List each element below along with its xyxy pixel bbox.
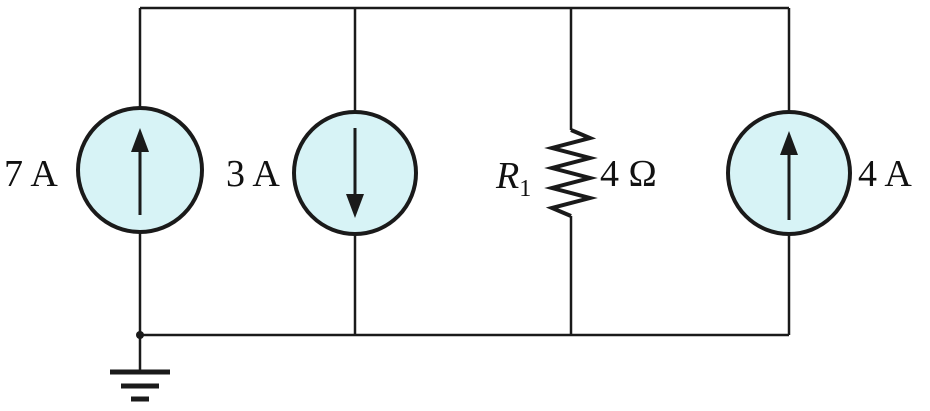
source-4a-label: 4 A bbox=[858, 153, 912, 195]
resistor-name: R bbox=[495, 155, 519, 197]
resistor-subscript: 1 bbox=[519, 176, 531, 202]
junction-dot bbox=[136, 331, 144, 339]
source-7a-label: 7 A bbox=[4, 153, 58, 195]
resistor-zigzag-icon bbox=[544, 128, 598, 218]
arrow-down-icon bbox=[346, 128, 364, 218]
resistor-label: R1 bbox=[495, 155, 531, 202]
wires bbox=[138, 6, 791, 372]
arrow-up-icon bbox=[131, 128, 149, 215]
current-source-3a bbox=[292, 110, 418, 236]
current-source-7a bbox=[76, 106, 204, 234]
ground-icon bbox=[110, 369, 170, 402]
current-source-4a bbox=[726, 110, 852, 236]
resistor-value: 4 Ω bbox=[600, 153, 657, 195]
source-3a-label: 3 A bbox=[226, 153, 280, 195]
arrow-up-icon bbox=[780, 131, 798, 220]
